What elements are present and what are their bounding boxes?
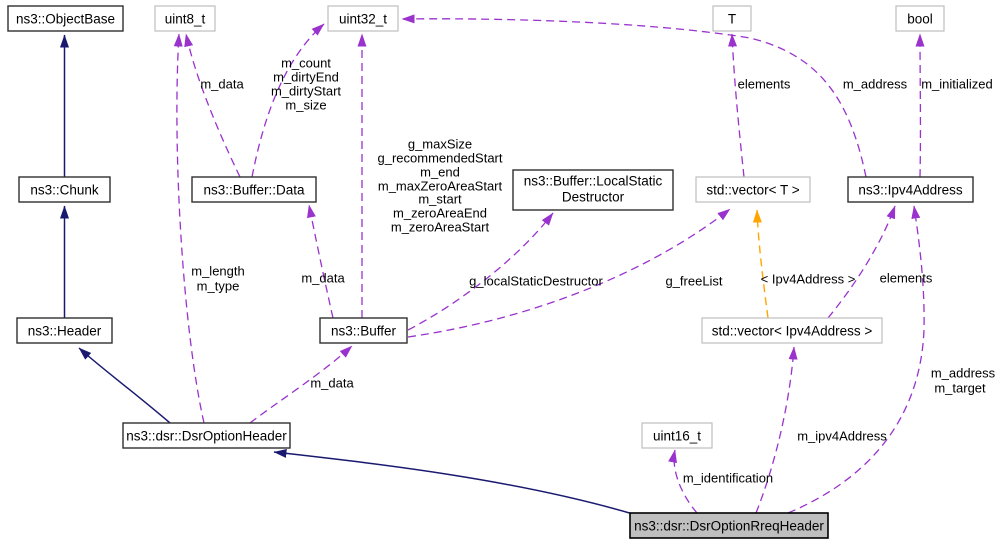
- node-chunk[interactable]: ns3::Chunk: [18, 176, 111, 203]
- label-bufferdata-uint8: m_data: [200, 77, 244, 92]
- node-uint32: uint32_t: [327, 5, 399, 32]
- edge-rreq-to-uint16: [668, 449, 698, 514]
- label-buffer-uint32-line1: g_maxSize: [408, 137, 472, 152]
- node-optionheader[interactable]: ns3::dsr::DsrOptionHeader: [122, 422, 291, 449]
- node-t: T: [712, 5, 752, 32]
- label-optionheader-buffer: m_data: [310, 376, 354, 391]
- node-header-label: ns3::Header: [28, 324, 102, 339]
- node-rreq-main: ns3::dsr::DsrOptionRreqHeader: [629, 512, 829, 539]
- label-buffer-uint32-line6: m_zeroAreaEnd: [393, 206, 487, 221]
- label-ipv4-bool: m_initialized: [921, 77, 993, 92]
- edge-vectort-to-t: [728, 33, 745, 178]
- label-buffer-uint32-line4: m_maxZeroAreaStart: [378, 179, 503, 194]
- node-buffer-label: ns3::Buffer: [331, 324, 397, 339]
- node-chunk-label: ns3::Chunk: [30, 183, 99, 198]
- node-uint16: uint16_t: [641, 422, 713, 449]
- edges: [60, 14, 925, 515]
- label-bufferdata-uint32-line3: m_dirtyStart: [271, 84, 341, 99]
- node-objectbase[interactable]: ns3::ObjectBase: [7, 5, 124, 32]
- node-buffer[interactable]: ns3::Buffer: [319, 317, 408, 344]
- edge-rreq-to-ipv4: [787, 205, 925, 514]
- node-localstatic-label-line1: ns3::Buffer::LocalStatic: [524, 174, 663, 189]
- label-bufferdata-uint32-line1: m_count: [281, 56, 331, 71]
- edge-bufferdata-to-uint8: [184, 33, 241, 178]
- label-rreq-ipv4-line1: m_address: [931, 366, 996, 381]
- label-rreq-vectoripv4: m_ipv4Address: [797, 429, 887, 444]
- node-bufferdata[interactable]: ns3::Buffer::Data: [191, 176, 317, 203]
- edge-buffer-to-bufferdata: [307, 204, 334, 319]
- label-optionheader-uint8-line2: m_type: [197, 279, 240, 294]
- label-vectoripv4-ipv4: elements: [880, 271, 933, 286]
- label-vectort-t: elements: [738, 77, 791, 92]
- node-bool-label: bool: [907, 12, 933, 27]
- label-rreq-ipv4-line2: m_target: [934, 381, 986, 396]
- label-buffer-bufferdata: m_data: [301, 271, 345, 286]
- label-rreq-uint16: m_identification: [683, 471, 773, 486]
- label-bufferdata-uint32-line2: m_dirtyEnd: [273, 70, 339, 85]
- node-uint16-label: uint16_t: [653, 429, 701, 444]
- node-localstatic[interactable]: ns3::Buffer::LocalStatic Destructor: [512, 169, 674, 211]
- edge-optionheader-to-uint8: [173, 33, 205, 424]
- node-uint8: uint8_t: [154, 5, 216, 32]
- node-vectort-label: std::vector< T >: [706, 183, 799, 198]
- node-uint8-label: uint8_t: [165, 12, 206, 27]
- label-buffer-localstatic: g_localStaticDestructor: [469, 274, 603, 289]
- edge-vectoripv4-to-ipv4: [827, 205, 896, 319]
- nodes: ns3::ObjectBase uint8_t uint32_t T bool …: [7, 5, 974, 539]
- label-buffer-uint32-line7: m_zeroAreaStart: [391, 220, 490, 235]
- node-vectoripv4-label: std::vector< Ipv4Address >: [712, 324, 873, 339]
- label-buffer-uint32-line3: m_end: [420, 165, 460, 180]
- label-buffer-uint32-line5: m_start: [418, 192, 462, 207]
- node-objectbase-label: ns3::ObjectBase: [16, 12, 115, 27]
- node-uint32-label: uint32_t: [339, 12, 387, 27]
- node-ipv4-label: ns3::Ipv4Address: [858, 183, 963, 198]
- node-header[interactable]: ns3::Header: [16, 317, 113, 344]
- label-ipv4-uint32: m_address: [843, 77, 908, 92]
- edge-labels: m_data m_count m_dirtyEnd m_dirtyStart m…: [191, 56, 995, 486]
- label-bufferdata-uint32-line4: m_size: [285, 98, 326, 113]
- node-vectoripv4: std::vector< Ipv4Address >: [701, 317, 883, 344]
- edge-vectoripv4-to-vectort-template: [752, 209, 769, 319]
- edge-buffer-to-localstatic: [407, 212, 554, 331]
- edge-rreq-to-optionheader: [273, 448, 634, 515]
- label-buffer-uint32-line2: g_recommendedStart: [377, 151, 502, 166]
- edge-buffer-to-vectort: [407, 208, 731, 338]
- node-optionheader-label: ns3::dsr::DsrOptionHeader: [126, 429, 287, 444]
- node-bool: bool: [895, 5, 945, 32]
- node-bufferdata-label: ns3::Buffer::Data: [203, 183, 305, 198]
- label-optionheader-uint8-line1: m_length: [191, 264, 244, 279]
- node-rreq-label: ns3::dsr::DsrOptionRreqHeader: [634, 519, 824, 534]
- edge-rreq-to-vectoripv4: [755, 346, 798, 514]
- node-ipv4[interactable]: ns3::Ipv4Address: [847, 176, 974, 203]
- node-localstatic-label-line2: Destructor: [562, 190, 625, 205]
- node-vectort: std::vector< T >: [695, 176, 811, 203]
- label-vectoripv4-template: < Ipv4Address >: [761, 272, 856, 287]
- node-t-label: T: [728, 12, 736, 27]
- label-buffer-vectort: g_freeList: [665, 274, 722, 289]
- edge-optionheader-to-header: [78, 347, 171, 424]
